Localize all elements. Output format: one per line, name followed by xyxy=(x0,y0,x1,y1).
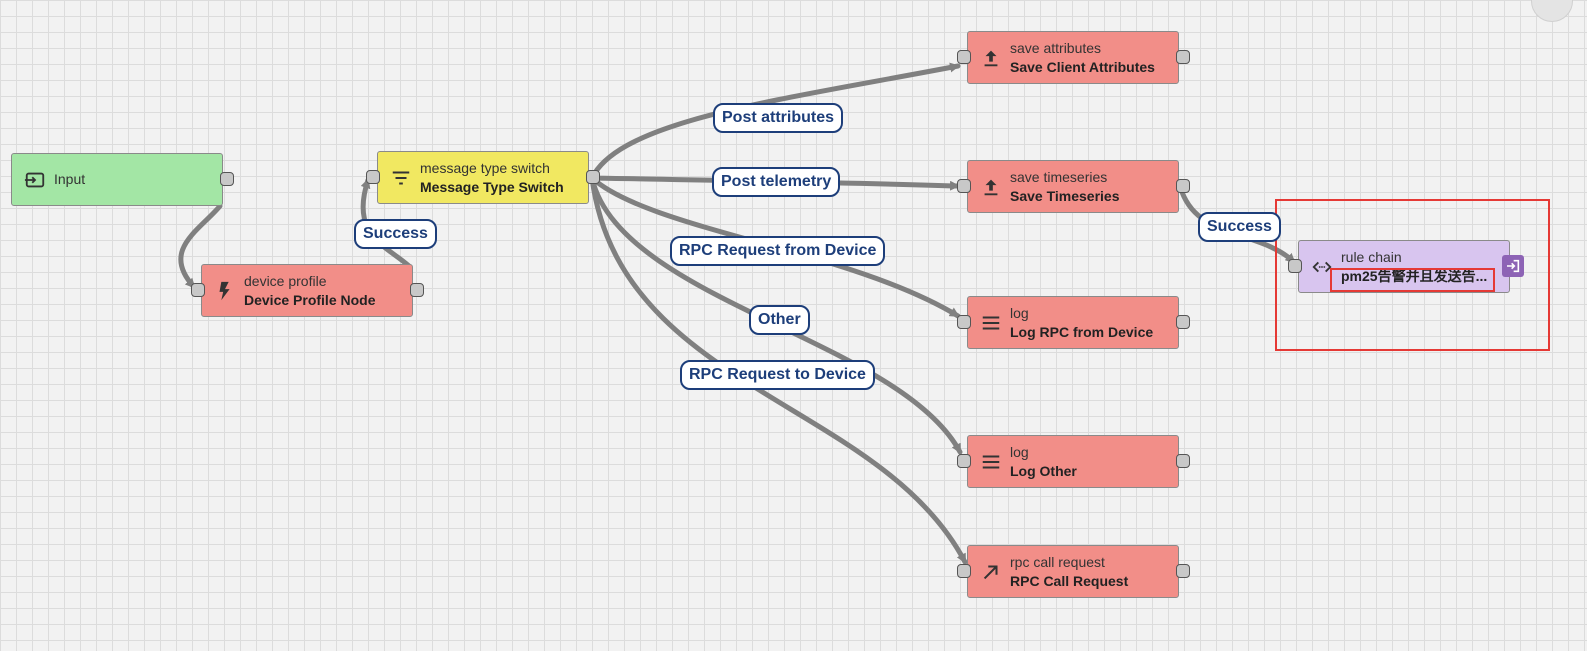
port-rpc-call-in[interactable] xyxy=(957,564,971,578)
menu-icon xyxy=(982,454,1000,469)
input-icon xyxy=(24,172,45,187)
edge-label-timeseries-success[interactable]: Success xyxy=(1198,212,1281,242)
port-rule-chain-in[interactable] xyxy=(1288,259,1302,273)
open-rule-chain-button[interactable] xyxy=(1502,255,1524,277)
node-type: save attributes xyxy=(1010,39,1102,56)
node-name: Message Type Switch xyxy=(420,178,564,195)
edge-label-profile-success[interactable]: Success xyxy=(354,219,437,249)
filter-icon xyxy=(392,170,410,185)
code-icon xyxy=(1312,261,1332,272)
node-type: log xyxy=(1010,443,1029,460)
node-name: Save Client Attributes xyxy=(1010,58,1155,75)
port-save-timeseries-out[interactable] xyxy=(1176,179,1190,193)
node-log-rpc[interactable]: log Log RPC from Device xyxy=(967,296,1179,349)
port-device-profile-in[interactable] xyxy=(191,283,205,297)
node-save-timeseries[interactable]: save timeseries Save Timeseries xyxy=(967,160,1179,213)
node-type: device profile xyxy=(244,272,327,289)
edge-label-rpc-from-device[interactable]: RPC Request from Device xyxy=(670,236,886,266)
node-rpc-call-request[interactable]: rpc call request RPC Call Request xyxy=(967,545,1179,598)
port-rpc-call-out[interactable] xyxy=(1176,564,1190,578)
port-log-rpc-in[interactable] xyxy=(957,315,971,329)
node-type: log xyxy=(1010,304,1029,321)
node-log-other[interactable]: log Log Other xyxy=(967,435,1179,488)
node-device-profile[interactable]: device profile Device Profile Node xyxy=(201,264,413,317)
port-log-other-out[interactable] xyxy=(1176,454,1190,468)
node-name: Save Timeseries xyxy=(1010,187,1120,204)
node-save-attributes[interactable]: save attributes Save Client Attributes xyxy=(967,31,1179,84)
port-save-attributes-in[interactable] xyxy=(957,50,971,64)
port-device-profile-out[interactable] xyxy=(410,283,424,297)
edge-input-to-profile xyxy=(178,203,223,290)
edge-label-rpc-to-device[interactable]: RPC Request to Device xyxy=(680,360,875,390)
arrow-outward-icon xyxy=(983,564,998,579)
node-type: rpc call request xyxy=(1010,553,1105,570)
highlight-name-box xyxy=(1330,268,1495,292)
port-input-out[interactable] xyxy=(220,172,234,186)
node-name: pm25告警并且发送告... xyxy=(1341,267,1488,284)
node-message-type-switch[interactable]: message type switch Message Type Switch xyxy=(377,151,589,204)
node-name: RPC Call Request xyxy=(1010,572,1129,589)
upload-icon xyxy=(984,179,998,195)
node-type: rule chain xyxy=(1341,248,1402,265)
node-name: Log Other xyxy=(1010,462,1077,479)
node-input[interactable]: Input xyxy=(11,153,223,206)
port-log-other-in[interactable] xyxy=(957,454,971,468)
edge-label-post-telemetry[interactable]: Post telemetry xyxy=(712,167,841,197)
port-save-attributes-out[interactable] xyxy=(1176,50,1190,64)
port-log-rpc-out[interactable] xyxy=(1176,315,1190,329)
node-type: save timeseries xyxy=(1010,168,1108,185)
flash-icon xyxy=(219,281,230,300)
menu-icon xyxy=(982,315,1000,330)
node-type: message type switch xyxy=(420,159,550,176)
upload-icon xyxy=(984,50,998,66)
node-name: Log RPC from Device xyxy=(1010,323,1154,340)
edge-label-post-attributes[interactable]: Post attributes xyxy=(713,103,844,133)
port-switch-out[interactable] xyxy=(586,170,600,184)
node-input-label: Input xyxy=(54,171,86,187)
port-switch-in[interactable] xyxy=(366,170,380,184)
node-rule-chain[interactable]: rule chain pm25告警并且发送告... xyxy=(1298,240,1510,293)
node-name: Device Profile Node xyxy=(244,291,376,308)
login-icon xyxy=(1507,259,1520,273)
highlight-box xyxy=(1275,199,1550,351)
edge-label-other[interactable]: Other xyxy=(749,305,810,335)
port-save-timeseries-in[interactable] xyxy=(957,179,971,193)
